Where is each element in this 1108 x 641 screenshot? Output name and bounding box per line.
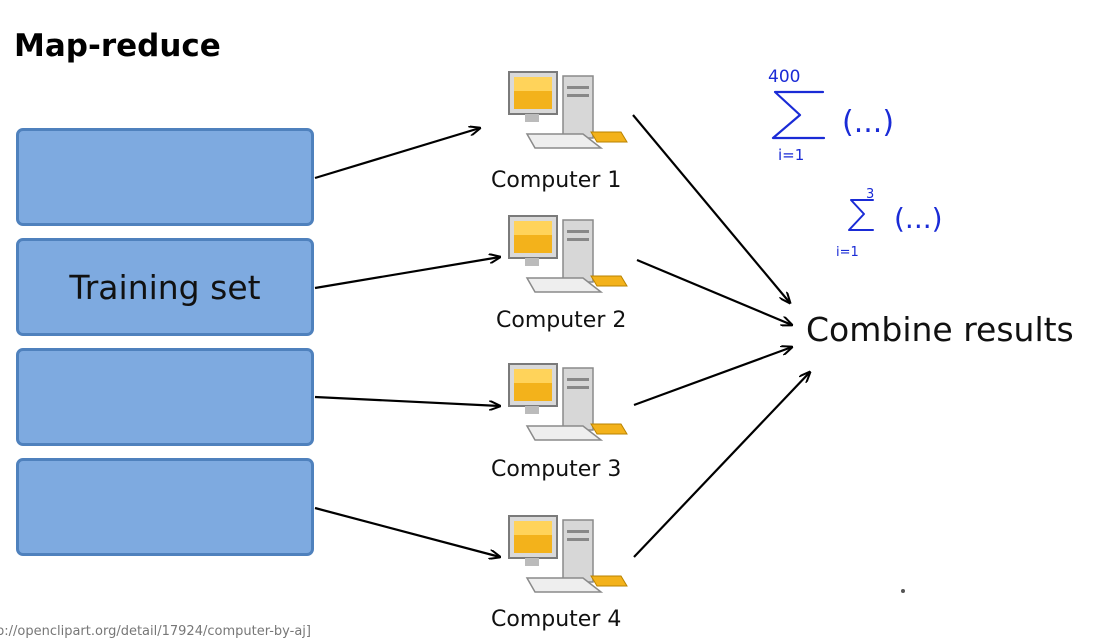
computer-label-4: Computer 4	[491, 607, 622, 632]
sum1-lower-limit: i=1	[778, 146, 804, 164]
arrow-block4-to-computer4	[314, 506, 500, 557]
arrow-computer3-to-combine	[633, 347, 792, 407]
arrow-block1-to-computer1	[314, 128, 480, 180]
arrow-computer1-to-combine	[632, 114, 790, 303]
sum1-upper-limit: 400	[768, 67, 800, 87]
computer-icon	[508, 515, 628, 593]
arrow-block2-to-computer2	[314, 257, 500, 290]
computer-icon	[508, 363, 628, 441]
computer-label-2: Computer 2	[496, 308, 627, 333]
training-block-4	[16, 458, 314, 556]
training-block-2: Training set	[16, 238, 314, 336]
combine-results-label: Combine results	[806, 310, 1074, 349]
training-block-3	[16, 348, 314, 446]
handwritten-sum-2	[848, 199, 874, 231]
image-credit: p://openclipart.org/detail/17924/compute…	[0, 624, 311, 639]
computer-label-1: Computer 1	[491, 168, 622, 193]
handwritten-sum-1	[771, 90, 826, 140]
slide-title: Map-reduce	[14, 28, 221, 64]
training-block-1	[16, 128, 314, 226]
arrow-block3-to-computer3	[314, 395, 500, 406]
arrow-computer2-to-combine	[636, 258, 792, 325]
arrow-computer4-to-combine	[633, 372, 810, 558]
sum2-lower-limit: i=1	[836, 245, 859, 260]
computer-label-3: Computer 3	[491, 457, 622, 482]
stray-dot	[901, 589, 905, 593]
computer-icon	[508, 215, 628, 293]
computer-icon	[508, 71, 628, 149]
sum2-body: (...)	[894, 202, 943, 235]
sum1-body: (...)	[842, 105, 894, 140]
sum2-upper-limit: 3	[866, 187, 874, 202]
